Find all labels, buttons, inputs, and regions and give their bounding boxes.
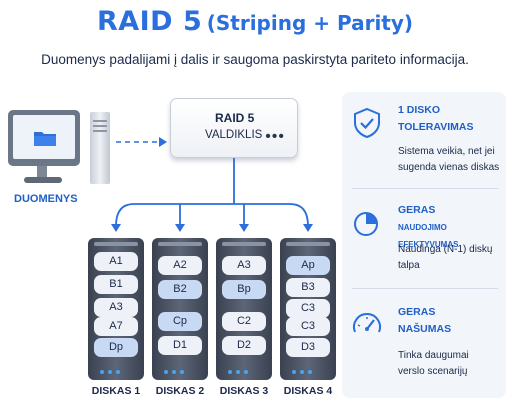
feature-body: Sistema veikia, net jei sugenda vienas d…	[398, 144, 504, 176]
data-block: A1	[94, 252, 138, 271]
page-title: RAID 5 (Striping + Parity)	[0, 6, 510, 37]
title-sub: (Striping + Parity)	[206, 11, 414, 35]
pc-tower-icon	[90, 112, 110, 184]
feature-body-line: Tinka daugumai	[398, 350, 469, 361]
feature-body-line: sugenda vienas diskas	[398, 162, 500, 173]
controller-title: RAID 5	[215, 111, 255, 125]
drive-label: DISKAS 2	[155, 385, 205, 397]
drive-1: A1 B1 A3 A7 Dp	[88, 238, 144, 380]
parity-block: Ap	[286, 256, 330, 275]
monitor-neck	[37, 166, 47, 178]
controller-status-dots: •••	[265, 128, 285, 145]
shield-check-icon	[354, 107, 380, 139]
drive-3: A3 Bp C2 D2	[216, 238, 272, 380]
data-block: C3	[286, 299, 330, 318]
pie-chart-icon	[354, 212, 378, 236]
drive-cap	[158, 242, 202, 246]
drive-leds	[94, 370, 138, 375]
divider	[352, 188, 498, 189]
drive-cap	[286, 242, 330, 246]
drive-label: DISKAS 3	[219, 385, 269, 397]
feature-body-line: Sistema veikia, net jei	[398, 146, 495, 157]
feature-body: Tinka daugumai verslo scenarijų	[398, 348, 504, 380]
features-panel: 1 DISKO TOLERAVIMAS Sistema veikia, net …	[342, 92, 506, 398]
data-flow-arrow	[116, 137, 167, 147]
data-block: A2	[158, 256, 202, 275]
drive-2: A2 B2 Cp D1	[152, 238, 208, 380]
feature-title-line: NAUDOJIMO EFEKTYVUMAS	[398, 223, 459, 249]
subtitle: Duomenys padalijami į dalis ir saugoma p…	[41, 52, 469, 67]
feature-title: GERAS NAŠUMAS	[398, 304, 504, 338]
speedometer-icon	[353, 313, 381, 333]
feature-title-line: GERAS	[398, 306, 436, 318]
data-block: B1	[94, 275, 138, 294]
data-block: A3	[94, 298, 138, 317]
feature-title-line: 1 DISKO	[398, 104, 441, 116]
drive-leds	[286, 370, 330, 375]
data-block: D3	[286, 338, 330, 357]
feature-body-line: talpa	[398, 260, 420, 271]
drive-cap	[222, 242, 266, 246]
feature-title: 1 DISKO TOLERAVIMAS	[398, 102, 504, 136]
drive-leds	[158, 370, 202, 375]
feature-title-line: GERAS	[398, 204, 436, 216]
raid-controller: RAID 5 VALDIKLIS •••	[170, 98, 298, 158]
data-block: D2	[222, 336, 266, 355]
data-block: C3	[286, 317, 330, 336]
monitor-base	[24, 177, 62, 183]
controller-subtitle: VALDIKLIS	[205, 129, 263, 141]
feature-body-line: verslo scenarijų	[398, 366, 468, 377]
parity-block: Dp	[94, 338, 138, 357]
monitor-icon	[8, 110, 80, 166]
monitor-screen	[13, 115, 75, 159]
computer-label: DUOMENYS	[14, 193, 78, 205]
drive-label: DISKAS 4	[283, 385, 333, 397]
feature-title: GERAS NAUDOJIMO EFEKTYVUMAS	[398, 202, 504, 253]
divider	[352, 288, 498, 289]
data-block: B2	[158, 280, 202, 299]
title-main: RAID 5	[96, 6, 203, 37]
parity-block: Bp	[222, 280, 266, 299]
drive-label: DISKAS 1	[91, 385, 141, 397]
feature-title-line: NAŠUMAS	[398, 323, 452, 335]
data-block: A3	[222, 256, 266, 275]
drive-cap	[94, 242, 138, 246]
data-block: D1	[158, 336, 202, 355]
feature-body: Naudinga (N-1) diskų talpa	[398, 242, 504, 274]
drive-leds	[222, 370, 266, 375]
drive-4: Ap B3 C3 C3 D3	[280, 238, 336, 380]
data-block: B3	[286, 278, 330, 297]
parity-block: Cp	[158, 312, 202, 331]
feature-title-line: TOLERAVIMAS	[398, 121, 474, 133]
folder-icon	[34, 132, 56, 146]
data-block: C2	[222, 312, 266, 331]
feature-body-line: Naudinga (N-1) diskų	[398, 244, 493, 255]
data-block: A7	[94, 317, 138, 336]
